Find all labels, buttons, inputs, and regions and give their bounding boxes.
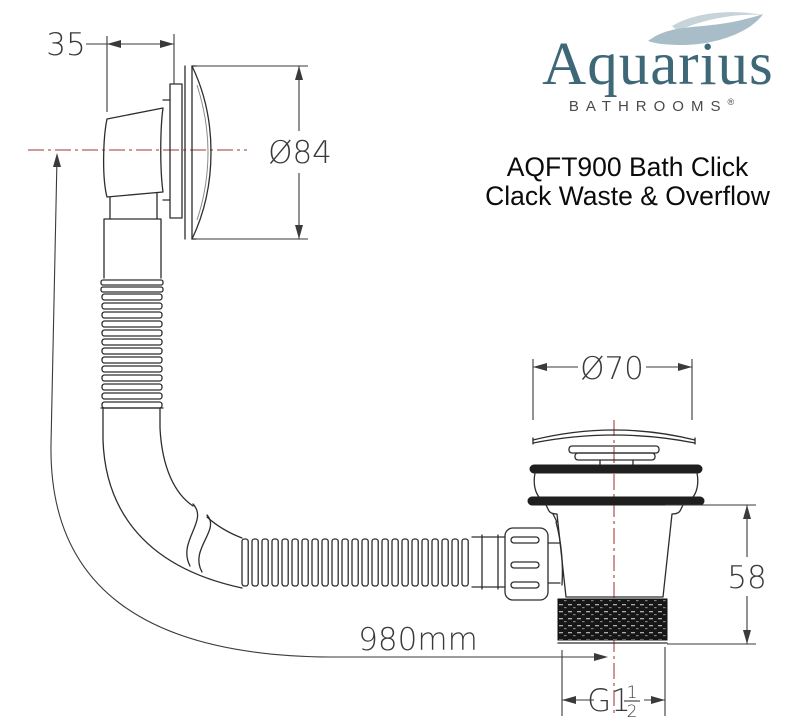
product-title-line2: Clack Waste & Overflow (485, 181, 770, 211)
dim-label-thread-denominator: 2 (627, 702, 638, 722)
waste-assembly (527, 429, 705, 644)
dim-label-thread-numerator: 1 (627, 683, 638, 703)
brand-tagline-text: BATHROOMS (568, 98, 728, 115)
dimension-thread-size: G1 1 2 (561, 647, 666, 722)
dim-label-thread-prefix: G1 (587, 683, 631, 719)
overflow-head (102, 65, 212, 240)
threaded-tail (557, 598, 668, 644)
dimension-overflow-diameter: Ø84 (196, 65, 332, 240)
top-flange (529, 464, 703, 474)
registered-mark: ® (727, 97, 735, 107)
brand-logo-text: Aquarius (542, 31, 774, 98)
dimension-hose-length: 980mm (50, 153, 608, 661)
dim-label-overflow-depth: 35 (46, 27, 85, 63)
product-title: AQFT900 Bath Click Clack Waste & Overflo… (460, 153, 795, 211)
seal-flange (527, 496, 705, 506)
compression-nut (504, 521, 564, 601)
dim-label-waste-cap-diameter: Ø70 (580, 351, 644, 387)
dimension-waste-height: 58 (665, 504, 767, 645)
dim-label-waste-height: 58 (727, 560, 766, 596)
flexible-hose (100, 192, 506, 590)
dim-label-hose-length: 980mm (358, 622, 478, 658)
hose-break-symbol (186, 503, 212, 573)
product-title-line1: AQFT900 Bath Click (506, 152, 749, 182)
dimension-overflow-depth: 35 (46, 27, 175, 112)
wave-icon (648, 12, 763, 45)
dimension-waste-cap-diameter: Ø70 (532, 351, 693, 420)
dim-label-overflow-diameter: Ø84 (268, 135, 332, 171)
centerlines (28, 149, 615, 714)
brand-tagline: BATHROOMS® (508, 97, 788, 115)
